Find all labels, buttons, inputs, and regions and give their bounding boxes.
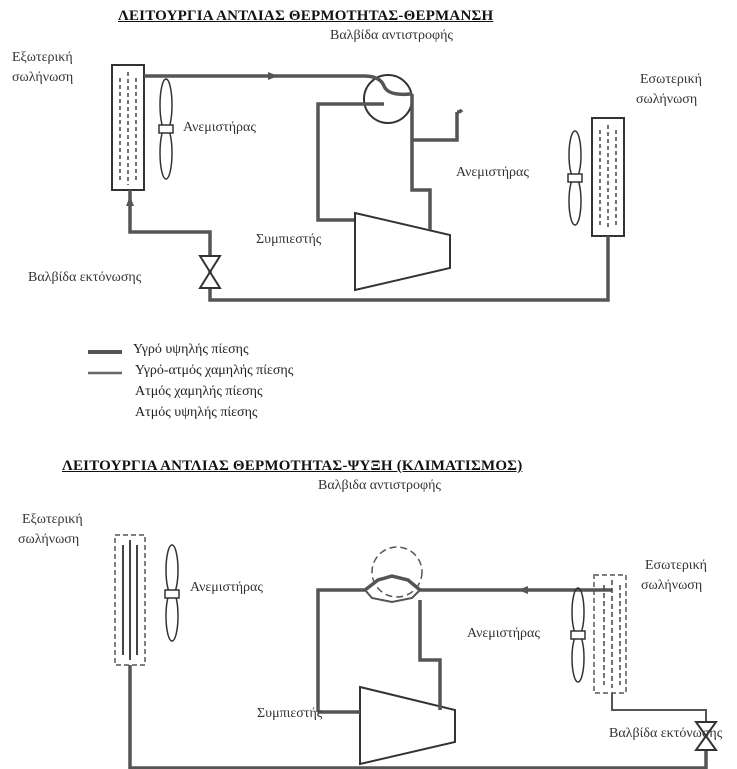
- heating-outdoor-fan-label: Ανεμιστήρας: [183, 120, 256, 135]
- heating-reversing-valve-label: Βαλβίδα αντιστροφής: [330, 28, 453, 43]
- cooling-indoor-fan-label: Ανεμιστήρας: [467, 626, 540, 641]
- heating-indoor-coil-label-1: Εσωτερική: [640, 72, 702, 87]
- legend-item-2: Υγρό-ατμός χαμηλής πίεσης: [135, 363, 294, 378]
- cooling-pipe-upper: [316, 574, 612, 712]
- heating-expansion-valve-icon: [198, 255, 222, 289]
- heating-outdoor-coil-label-2: σωλήνωση: [12, 70, 74, 85]
- cooling-indoor-coil: [593, 574, 627, 694]
- cooling-outdoor-fan-label: Ανεμιστήρας: [190, 580, 263, 595]
- cooling-outdoor-coil-label-1: Εξωτερική: [22, 512, 83, 527]
- legend-item-3: Ατμός χαμηλής πίεσης: [135, 384, 263, 399]
- heating-title: ΛΕΙΤΟΥΡΓΙΑ ΑΝΤΛΙΑΣ ΘΕΡΜΟΤΗΤΑΣ-ΘΕΡΜΑΝΣΗ: [118, 8, 494, 24]
- cooling-indoor-coil-label-1: Εσωτερική: [645, 558, 707, 573]
- heating-expansion-valve-label: Βαλβίδα εκτόνωσης: [28, 270, 142, 285]
- heating-reversing-valve-icon: [363, 74, 413, 124]
- legend-item-1: Υγρό υψηλής πίεσης: [133, 342, 249, 357]
- cooling-outdoor-coil-label-2: σωλήνωση: [18, 532, 80, 547]
- cooling-expansion-valve-label: Βαλβίδα εκτόνωσης: [609, 726, 723, 741]
- heating-diagram: [111, 64, 625, 302]
- cooling-reversing-valve-label: Βαλβιδα αντιστροφής: [318, 478, 441, 493]
- heating-compressor-icon: [354, 211, 451, 292]
- cooling-diagram: [114, 534, 718, 769]
- cooling-indoor-coil-label-2: σωλήνωση: [641, 578, 703, 593]
- heating-indoor-coil-label-2: σωλήνωση: [636, 92, 698, 107]
- heating-indoor-fan-label: Ανεμιστήρας: [456, 165, 529, 180]
- heating-pipe-compressor: [316, 102, 384, 222]
- heating-compressor-label: Συμπιεστής: [256, 232, 322, 247]
- cooling-outdoor-fan-icon: [164, 544, 180, 642]
- heating-outdoor-fan-icon: [158, 78, 174, 180]
- cooling-expansion-valve-icon: [694, 721, 718, 751]
- cooling-indoor-fan-icon: [570, 587, 586, 683]
- heating-outdoor-coil: [111, 64, 145, 191]
- cooling-title: ΛΕΙΤΟΥΡΓΙΑ ΑΝΤΛΙΑΣ ΘΕΡΜΟΤΗΤΑΣ-ΨΥΞΗ (ΚΛΙΜ…: [62, 458, 523, 474]
- cooling-outdoor-coil: [114, 534, 146, 666]
- heating-indoor-coil: [591, 117, 625, 237]
- cooling-reversing-valve-icon: [371, 546, 423, 598]
- legend-item-4: Ατμός υψηλής πίεσης: [135, 405, 258, 420]
- heating-outdoor-coil-label-1: Εξωτερική: [12, 50, 73, 65]
- heating-indoor-fan-icon: [567, 130, 583, 226]
- legend-lines: [88, 350, 122, 375]
- cooling-compressor-label: Συμπιεστής: [257, 706, 323, 721]
- cooling-pipe-lower: [128, 665, 708, 769]
- cooling-compressor-icon: [359, 685, 456, 766]
